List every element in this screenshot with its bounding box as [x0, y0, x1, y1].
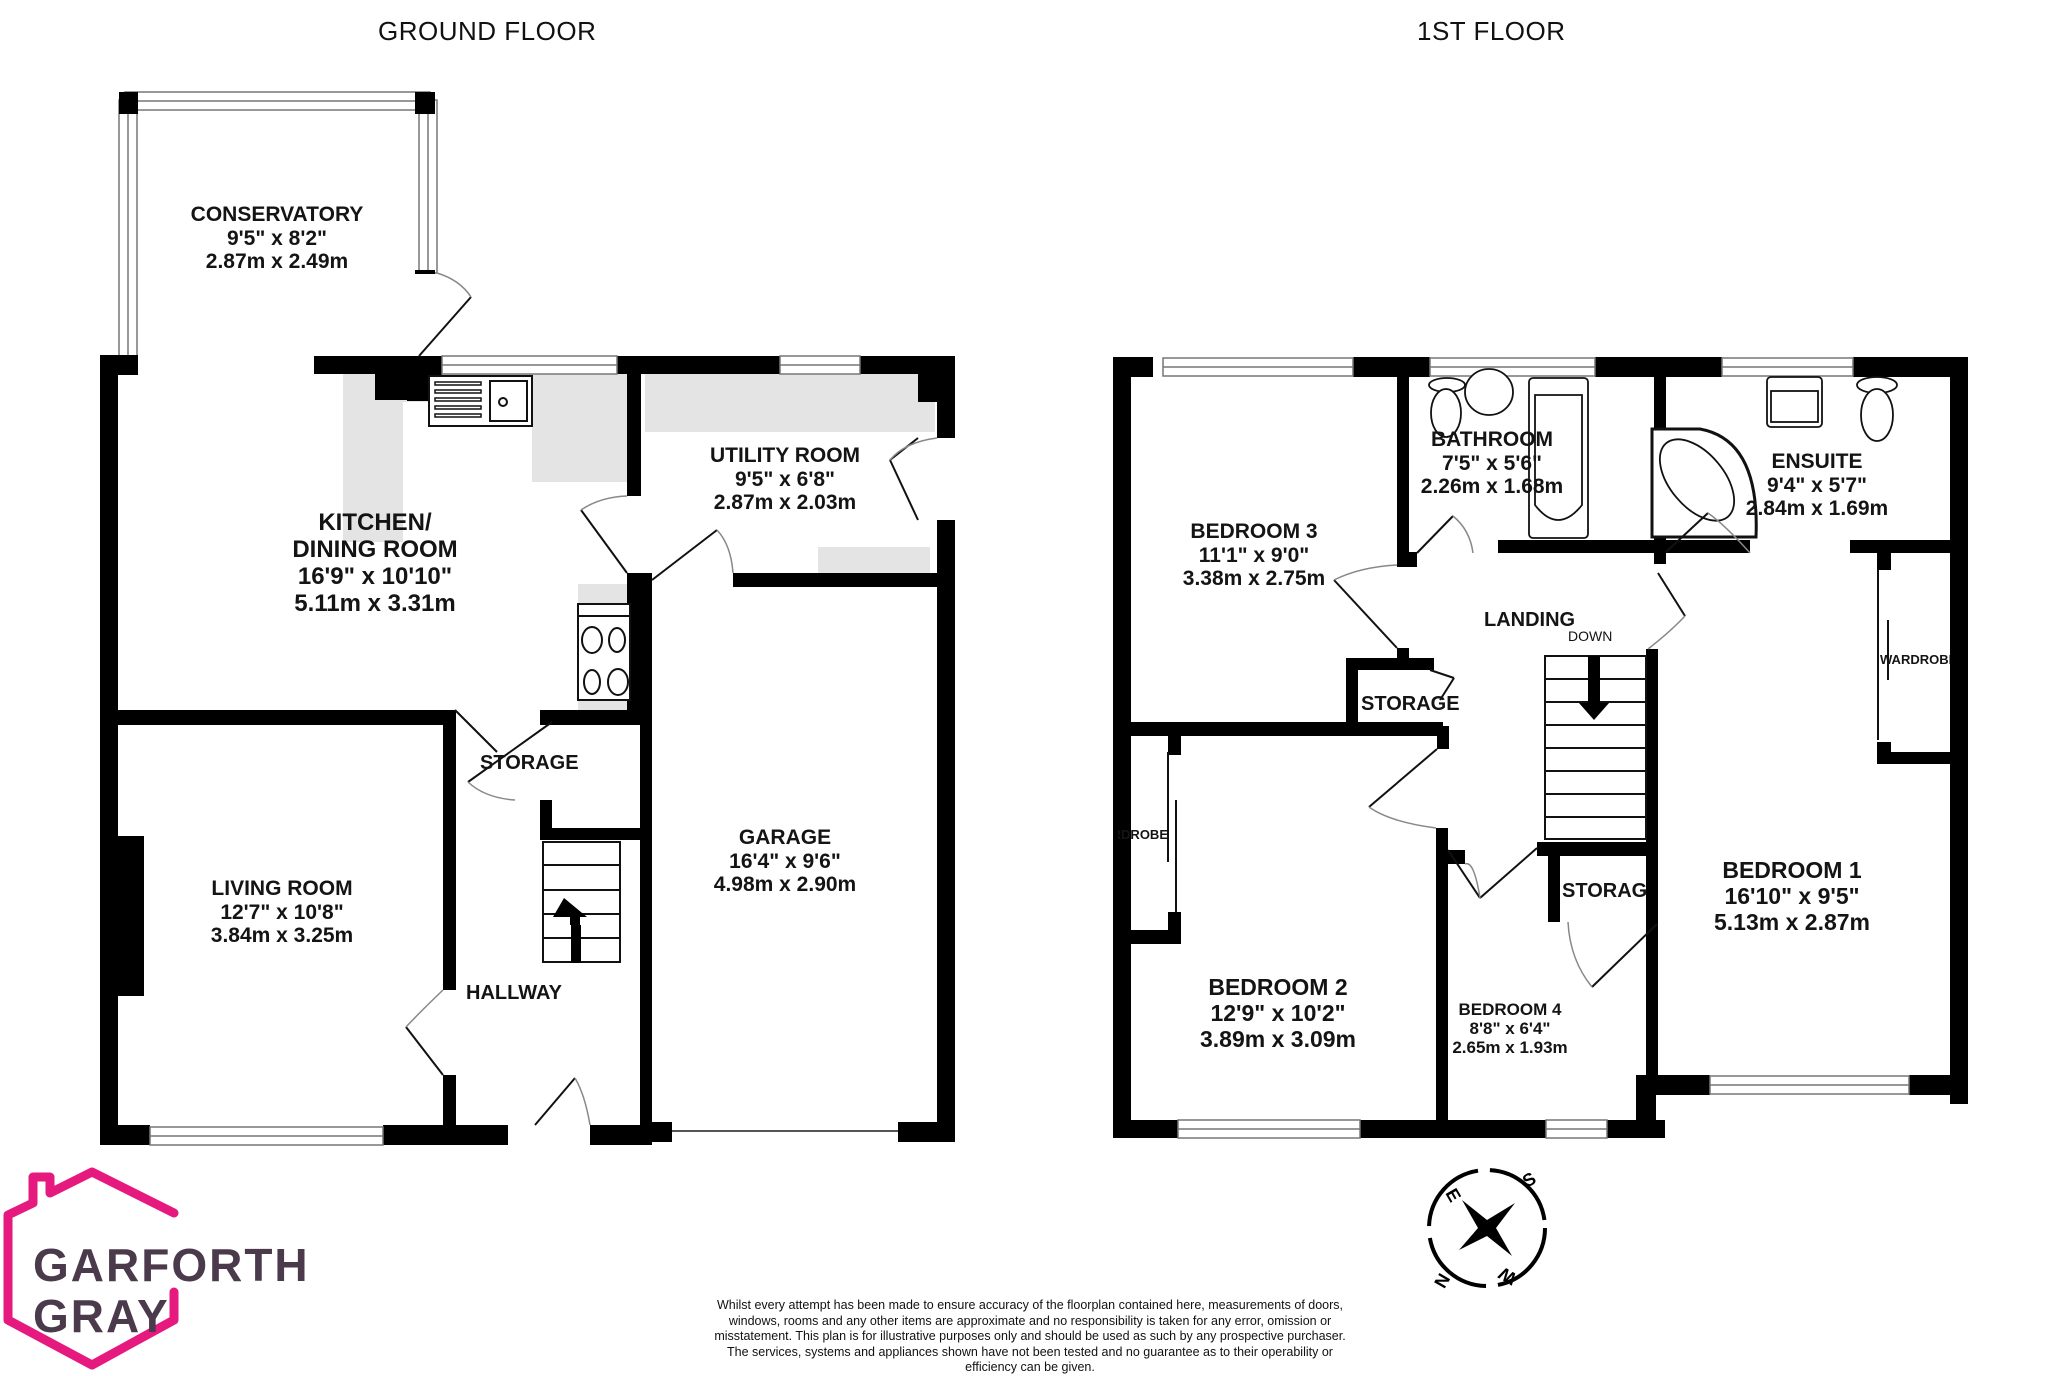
- room-label-ensuite: ENSUITE 9'4" x 5'7" 2.84m x 1.69m: [1746, 450, 1888, 521]
- disclaimer-text: Whilst every attempt has been made to en…: [714, 1298, 1346, 1374]
- wardrobe-label-bedroom2: WARDROBE: [1118, 827, 1168, 842]
- room-name: BEDROOM 2: [1208, 974, 1348, 1000]
- ensuite-fixtures-icon: [1650, 376, 1898, 539]
- room-size-imperial: 16'4" x 9'6": [729, 849, 841, 873]
- room-label-storage-ground: STORAGE: [480, 752, 579, 774]
- brand-name-line2: GRAY: [33, 1290, 170, 1342]
- room-size-metric: 3.89m x 3.09m: [1199, 1025, 1357, 1052]
- room-name-line2: DINING ROOM: [292, 535, 458, 563]
- kitchen-sink-icon: [428, 375, 533, 427]
- ground-floor-doors: [405, 272, 938, 1126]
- room-size-imperial: 7'5" x 5'6": [1442, 451, 1542, 475]
- bathroom-fixtures-icon: [1428, 368, 1589, 539]
- room-size-metric: 5.13m x 2.87m: [1713, 908, 1871, 935]
- room-name: BEDROOM 4: [1458, 1000, 1562, 1019]
- ground-floor-title: GROUND FLOOR: [378, 16, 597, 46]
- room-size-metric: 5.11m x 3.31m: [294, 589, 456, 617]
- room-size-metric: 4.98m x 2.90m: [713, 873, 857, 897]
- room-name: GARAGE: [738, 826, 832, 849]
- room-name: BATHROOM: [1430, 428, 1554, 451]
- room-name: BEDROOM 1: [1722, 857, 1862, 883]
- room-name: BEDROOM 3: [1190, 520, 1318, 543]
- room-label-living: LIVING ROOM 12'7" x 10'8" 3.84m x 3.25m: [211, 877, 353, 948]
- room-size-imperial: 12'9" x 10'2": [1210, 999, 1346, 1026]
- wardrobe-label-bedroom1: WARDROBE: [1880, 652, 1950, 667]
- room-size-metric: 2.26m x 1.68m: [1420, 475, 1564, 499]
- room-label-storage-b: STORAGE: [1562, 880, 1646, 902]
- ground-floor-plan: [100, 91, 955, 1146]
- room-size-imperial: 9'5" x 8'2": [227, 226, 327, 250]
- room-name: CONSERVATORY: [190, 203, 364, 226]
- room-name-line1: KITCHEN/: [318, 509, 432, 536]
- room-size-imperial: 16'9" x 10'10": [297, 562, 453, 590]
- ground-floor-walls: [100, 355, 955, 1145]
- room-size-metric: 2.87m x 2.49m: [205, 250, 349, 274]
- wardrobe-doors: [1167, 570, 1889, 912]
- stairs-up-arrow-icon: [553, 898, 587, 963]
- room-label-bedroom4: BEDROOM 4 8'8" x 6'4" 2.65m x 1.93m: [1452, 1000, 1567, 1057]
- room-size-metric: 3.84m x 3.25m: [210, 924, 354, 948]
- cooker-hob-icon: [577, 603, 631, 701]
- room-label-landing: LANDING: [1484, 609, 1576, 631]
- room-size-imperial: 9'4" x 5'7": [1767, 473, 1867, 497]
- room-name: ENSUITE: [1771, 450, 1863, 473]
- room-name: UTILITY ROOM: [709, 444, 861, 467]
- compass-icon: [1427, 1168, 1547, 1288]
- room-size-metric: 3.38m x 2.75m: [1182, 567, 1326, 591]
- room-label-bathroom: BATHROOM 7'5" x 5'6" 2.26m x 1.68m: [1421, 428, 1563, 499]
- room-label-bedroom1: BEDROOM 1 16'10" x 9'5" 5.13m x 2.87m: [1713, 857, 1871, 935]
- brand-name-line1: GARFORTH: [33, 1239, 310, 1291]
- room-label-kitchen: KITCHEN/ DINING ROOM 16'9" x 10'10" 5.11…: [292, 509, 458, 618]
- stairs-down-label: DOWN: [1568, 628, 1613, 644]
- room-label-utility: UTILITY ROOM 9'5" x 6'8" 2.87m x 2.03m: [710, 444, 860, 515]
- stairs-down-arrow-icon: [1579, 656, 1609, 720]
- room-label-hallway: HALLWAY: [466, 982, 562, 1004]
- room-size-imperial: 12'7" x 10'8": [220, 900, 344, 924]
- room-label-conservatory: CONSERVATORY 9'5" x 8'2" 2.87m x 2.49m: [191, 203, 364, 274]
- first-floor-plan: [1113, 357, 1968, 1139]
- room-size-metric: 2.84m x 1.69m: [1745, 497, 1889, 521]
- room-size-imperial: 8'8" x 6'4": [1469, 1019, 1551, 1039]
- ground-floor-windows: [149, 355, 861, 1146]
- room-size-imperial: 11'1" x 9'0": [1198, 543, 1310, 567]
- ground-stairs-icon: [542, 841, 621, 963]
- first-floor-windows: [1162, 357, 1910, 1139]
- first-floor-doors: [1333, 512, 1751, 988]
- room-name: LIVING ROOM: [211, 877, 353, 900]
- room-size-imperial: 16'10" x 9'5": [1724, 882, 1860, 909]
- conservatory-posts: [119, 92, 435, 274]
- brand-logo: GARFORTH GRAY: [0, 1180, 308, 1370]
- room-size-imperial: 9'5" x 6'8": [735, 467, 835, 491]
- first-floor-title: 1ST FLOOR: [1417, 16, 1566, 46]
- brand-logo-house-icon: [3, 1167, 179, 1370]
- room-size-metric: 2.65m x 1.93m: [1452, 1038, 1568, 1058]
- first-floor-walls: [1113, 357, 1968, 1138]
- room-label-garage: GARAGE 16'4" x 9'6" 4.98m x 2.90m: [714, 826, 856, 897]
- room-label-bedroom2: BEDROOM 2 12'9" x 10'2" 3.89m x 3.09m: [1199, 974, 1357, 1052]
- room-label-bedroom3: BEDROOM 3 11'1" x 9'0" 3.38m x 2.75m: [1183, 520, 1325, 591]
- room-size-metric: 2.87m x 2.03m: [713, 491, 857, 515]
- room-label-storage-a: STORAGE: [1361, 693, 1460, 715]
